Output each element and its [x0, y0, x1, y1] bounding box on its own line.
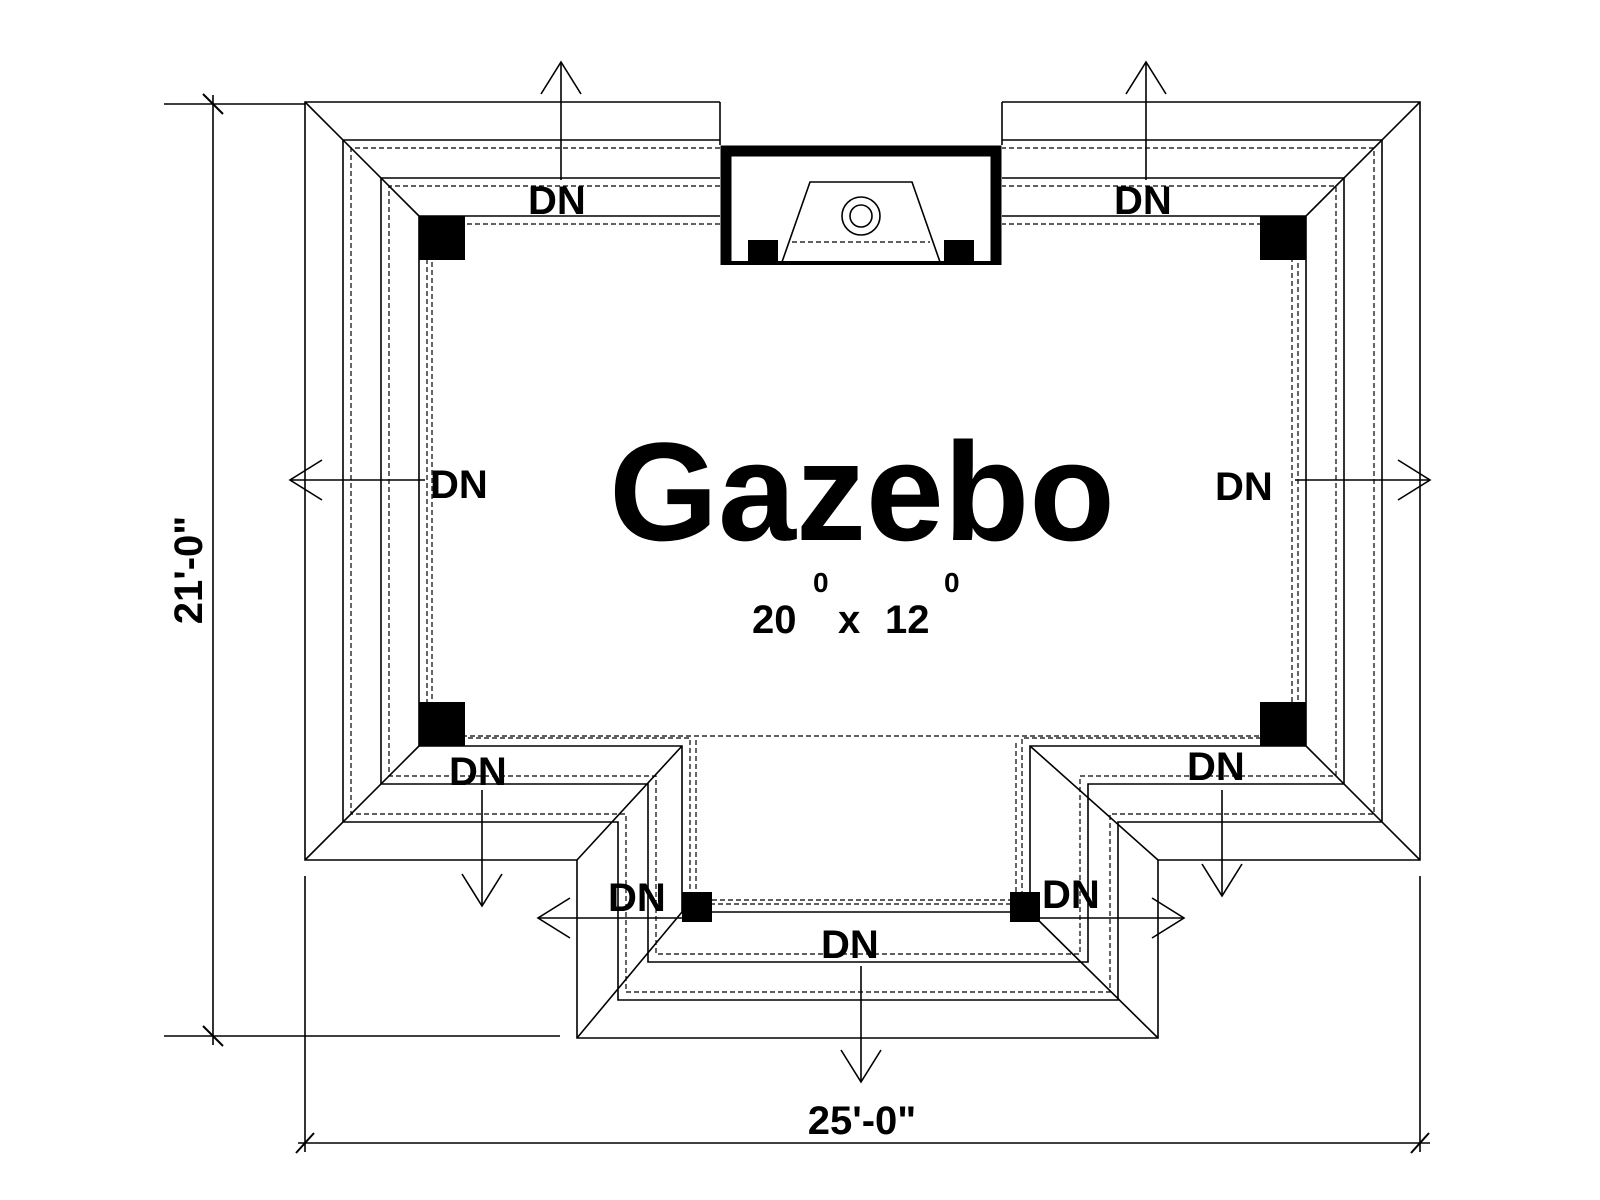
- posts: [419, 216, 1306, 922]
- dimension-horizontal-label: 25'-0": [808, 1099, 917, 1143]
- corner-miters: [304, 101, 1421, 1039]
- dn-label-top-right: DN: [1114, 179, 1172, 223]
- step-band-2: [380, 177, 1345, 963]
- size-separator: x: [838, 598, 860, 642]
- dimension-horizontal: [295, 876, 1430, 1154]
- dn-label-bottom-right: DN: [1187, 745, 1245, 789]
- dn-label-left: DN: [430, 463, 488, 507]
- room-width: 20: [752, 598, 797, 642]
- step-band-1: [342, 139, 1383, 1001]
- dn-label-right: DN: [1215, 465, 1273, 509]
- room-name: Gazebo: [609, 413, 1115, 570]
- dn-label-top-left: DN: [528, 179, 586, 223]
- dn-label-porch-left: DN: [608, 876, 666, 920]
- post-top-right: [1260, 216, 1306, 260]
- dn-label-porch-right: DN: [1042, 873, 1100, 917]
- fireplace: [720, 145, 1002, 265]
- room-depth: 12: [885, 598, 930, 642]
- post-top-left: [419, 216, 465, 260]
- post-porch-left: [682, 892, 712, 922]
- stair-labels: DN DN DN DN DN DN DN DN DN: [430, 179, 1273, 967]
- deck-edge: [418, 215, 1307, 913]
- outer-step-outline: [304, 101, 1421, 1039]
- post-porch-right: [1010, 892, 1040, 922]
- room-size: 20 0 x 12 0: [752, 567, 960, 642]
- dimension-vertical: [164, 93, 560, 1047]
- stair-arrows: [288, 60, 1432, 1084]
- dn-label-bottom-left: DN: [449, 750, 507, 794]
- post-bottom-right: [1260, 702, 1306, 746]
- dn-label-porch-front: DN: [821, 923, 879, 967]
- dimension-vertical-label: 21'-0": [167, 516, 211, 625]
- room-depth-inches: 0: [944, 567, 960, 598]
- post-bottom-left: [419, 702, 465, 746]
- room-width-inches: 0: [813, 567, 829, 598]
